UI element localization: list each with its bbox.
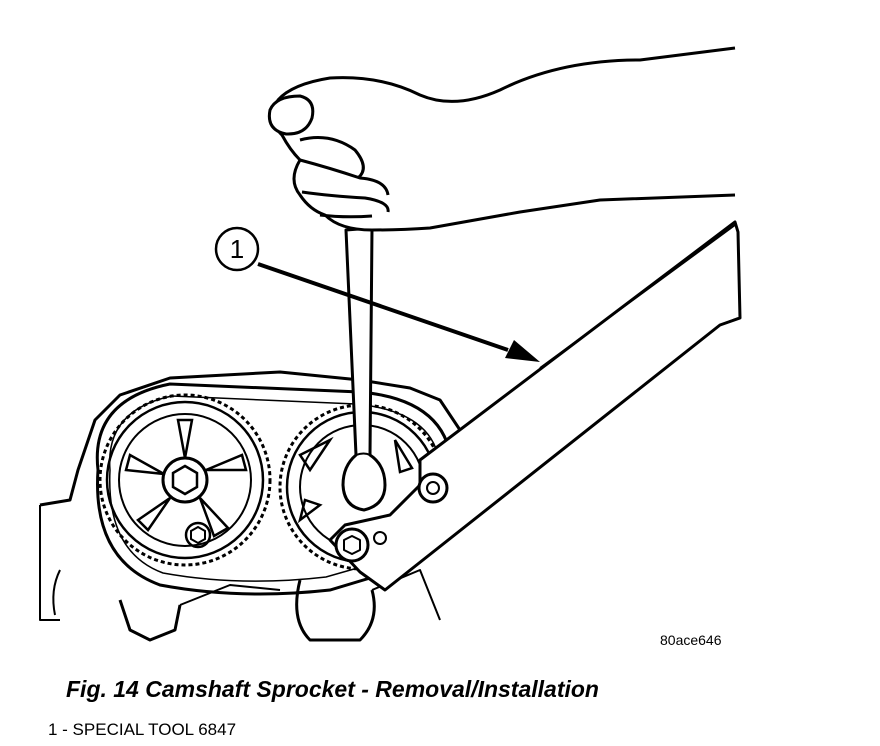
left-camshaft-sprocket: [98, 393, 272, 567]
hand: [267, 46, 736, 232]
special-tool-6847: [328, 220, 742, 592]
camshaft-sprocket-illustration: 1: [39, 46, 742, 642]
callout-number: 1: [230, 234, 244, 264]
leader-arrow: [257, 262, 509, 352]
figure-id: 80ace646: [660, 632, 722, 648]
callout-1: 1: [214, 226, 540, 362]
figure-title: Fig. 14 Camshaft Sprocket - Removal/Inst…: [66, 676, 599, 702]
socket-wrench: [341, 226, 387, 512]
legend-item-1: 1 - SPECIAL TOOL 6847: [48, 720, 237, 739]
leader-arrowhead: [505, 340, 540, 362]
